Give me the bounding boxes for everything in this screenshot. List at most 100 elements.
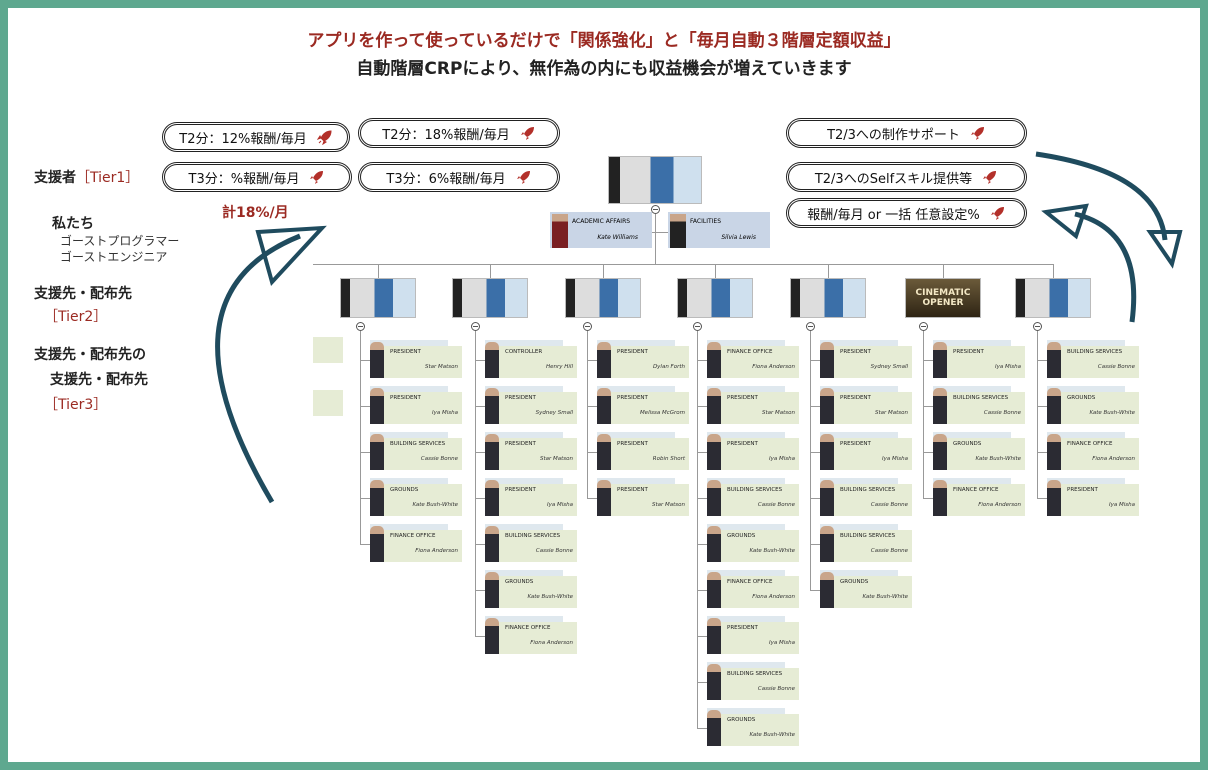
collapse-icon[interactable]	[693, 322, 702, 331]
connector-line	[697, 682, 709, 683]
person-photo	[820, 572, 834, 608]
person-photo	[820, 434, 834, 470]
connector-line	[1037, 406, 1049, 407]
app-thumbnail[interactable]	[677, 278, 753, 318]
app-thumbnail[interactable]	[565, 278, 641, 318]
node-role: FACILITIES	[690, 218, 722, 225]
person-photo	[1047, 434, 1061, 470]
collapse-icon[interactable]	[471, 322, 480, 331]
node-role: BUILDING SERVICES	[727, 671, 783, 677]
root-app-thumbnail[interactable]	[608, 156, 702, 204]
node-name: Melissa McGrom	[639, 410, 685, 416]
org-node[interactable]: BUILDING SERVICES Cassie Bonne	[1047, 340, 1139, 378]
node-card	[489, 622, 577, 654]
node-tab	[820, 386, 898, 396]
person-photo	[707, 664, 721, 700]
person-photo	[1047, 342, 1061, 378]
connector-line	[1053, 264, 1054, 278]
person-photo	[820, 388, 834, 424]
node-role: GROUNDS	[390, 487, 419, 493]
node-card	[937, 484, 1025, 516]
node-card	[711, 392, 799, 424]
node-card	[711, 530, 799, 562]
org-node[interactable]: BUILDING SERVICES Cassie Bonne	[933, 386, 1025, 424]
pill-t2-12: T2分：12%報酬/毎月	[162, 122, 350, 152]
connector-line	[697, 636, 709, 637]
node-card	[711, 668, 799, 700]
app-thumbnail[interactable]	[340, 278, 416, 318]
collapse-icon[interactable]	[583, 322, 592, 331]
app-thumbnail[interactable]	[1015, 278, 1091, 318]
person-photo	[597, 434, 611, 470]
collapse-icon[interactable]	[919, 322, 928, 331]
node-name: Cassie Bonne	[983, 410, 1021, 416]
node-tab	[485, 616, 563, 626]
person-photo	[1047, 480, 1061, 516]
node-role: GROUNDS	[1067, 395, 1096, 401]
app-thumbnail[interactable]: CINEMATIC OPENER	[905, 278, 981, 318]
node-card	[711, 346, 799, 378]
connector-line	[697, 331, 698, 728]
collapse-icon[interactable]	[1033, 322, 1042, 331]
node-card	[711, 714, 799, 746]
person-photo	[485, 526, 499, 562]
total-rate: 計18%/月	[222, 205, 289, 221]
collapse-icon[interactable]	[356, 322, 365, 331]
node-card	[711, 576, 799, 608]
node-role: PRESIDENT	[617, 349, 648, 355]
pill-label: T3分：6%報酬/毎月	[386, 171, 506, 187]
node-name: Cassie Bonne	[1097, 364, 1135, 370]
pill-label: 報酬/毎月 or 一括 任意設定%	[807, 207, 980, 223]
tier1-label: 支援者［Tier1］	[34, 167, 139, 187]
person-photo	[707, 572, 721, 608]
collapse-icon[interactable]	[806, 322, 815, 331]
collapse-icon[interactable]	[651, 205, 660, 214]
node-role: BUILDING SERVICES	[1067, 349, 1123, 355]
app-thumbnail[interactable]	[790, 278, 866, 318]
person-photo	[370, 388, 384, 424]
app-thumbnail[interactable]	[452, 278, 528, 318]
node-card	[374, 484, 462, 516]
connector-line	[943, 264, 944, 278]
node-role: BUILDING SERVICES	[953, 395, 1009, 401]
